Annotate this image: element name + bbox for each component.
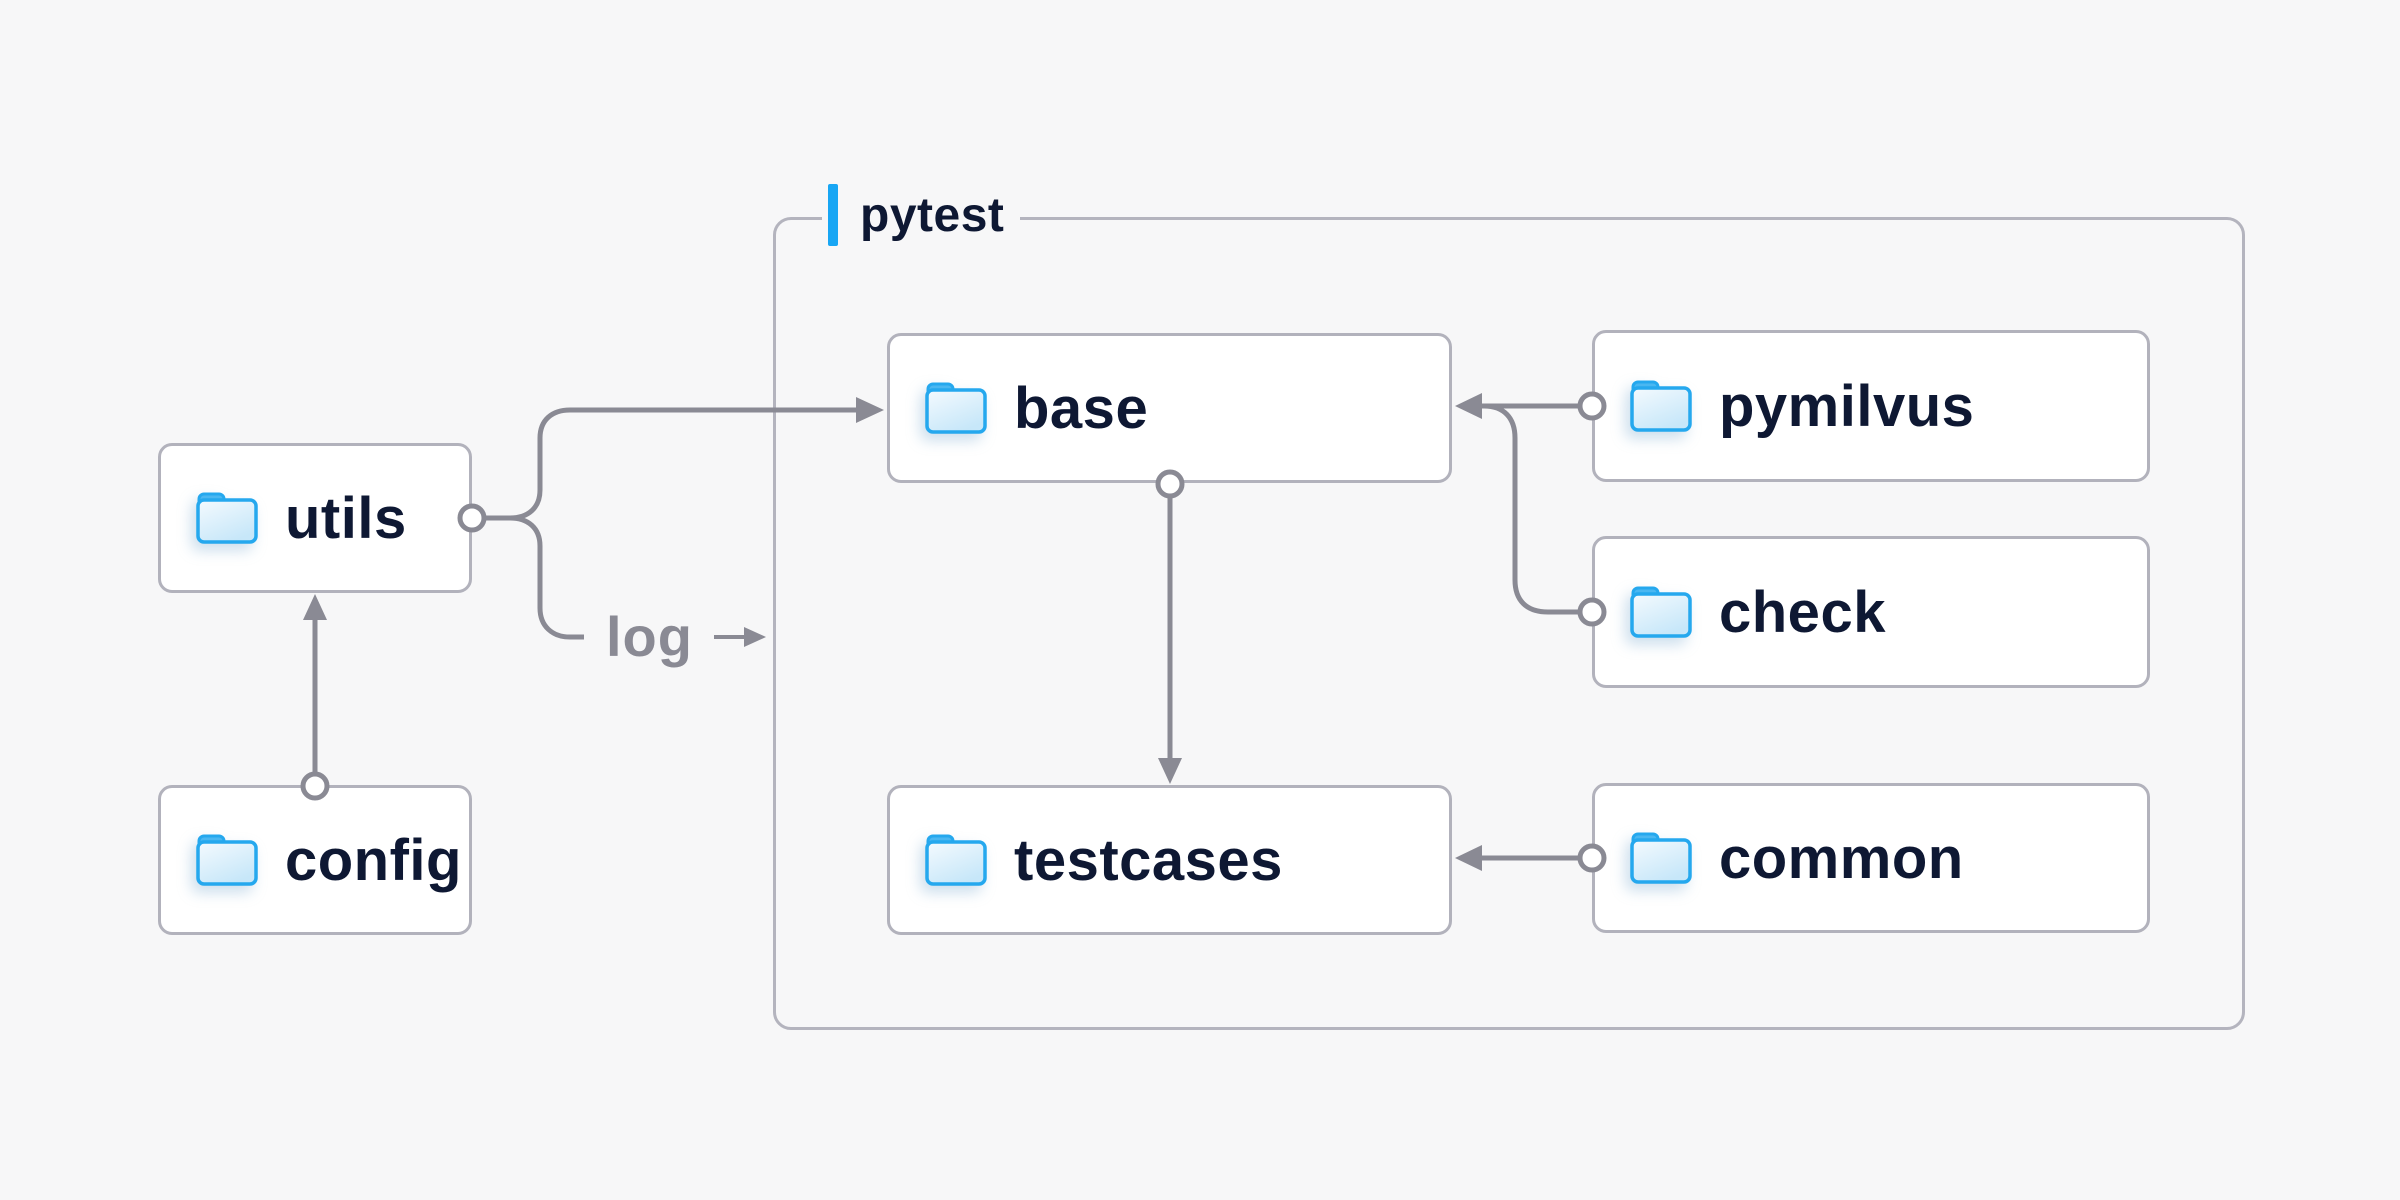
node-label: base	[1014, 375, 1149, 441]
folder-icon	[1630, 832, 1692, 884]
edge-label-log: log	[606, 605, 693, 668]
node-base: base	[887, 333, 1452, 483]
folder-icon	[1630, 380, 1692, 432]
edge-config-utils	[303, 594, 327, 772]
node-check: check	[1592, 536, 2150, 688]
node-label: utils	[285, 485, 407, 551]
node-common: common	[1592, 783, 2150, 933]
arrowhead-right-small	[744, 627, 766, 647]
node-testcases: testcases	[887, 785, 1452, 935]
node-label: config	[285, 827, 462, 893]
node-label: pymilvus	[1719, 373, 1975, 439]
folder-icon	[196, 834, 258, 886]
node-utils: utils	[158, 443, 472, 593]
folder-icon	[925, 834, 987, 886]
pytest-group-label: pytest	[822, 182, 1021, 248]
folder-icon	[1630, 586, 1692, 638]
node-label: common	[1719, 825, 1964, 891]
pytest-group-container	[773, 217, 2245, 1030]
node-pymilvus: pymilvus	[1592, 330, 2150, 482]
folder-icon	[925, 382, 987, 434]
accent-bar	[828, 184, 838, 246]
node-label: testcases	[1014, 827, 1283, 893]
group-label-text: pytest	[860, 188, 1005, 242]
arrowhead-up	[303, 594, 327, 620]
node-config: config	[158, 785, 472, 935]
node-label: check	[1719, 579, 1886, 645]
folder-icon	[196, 492, 258, 544]
